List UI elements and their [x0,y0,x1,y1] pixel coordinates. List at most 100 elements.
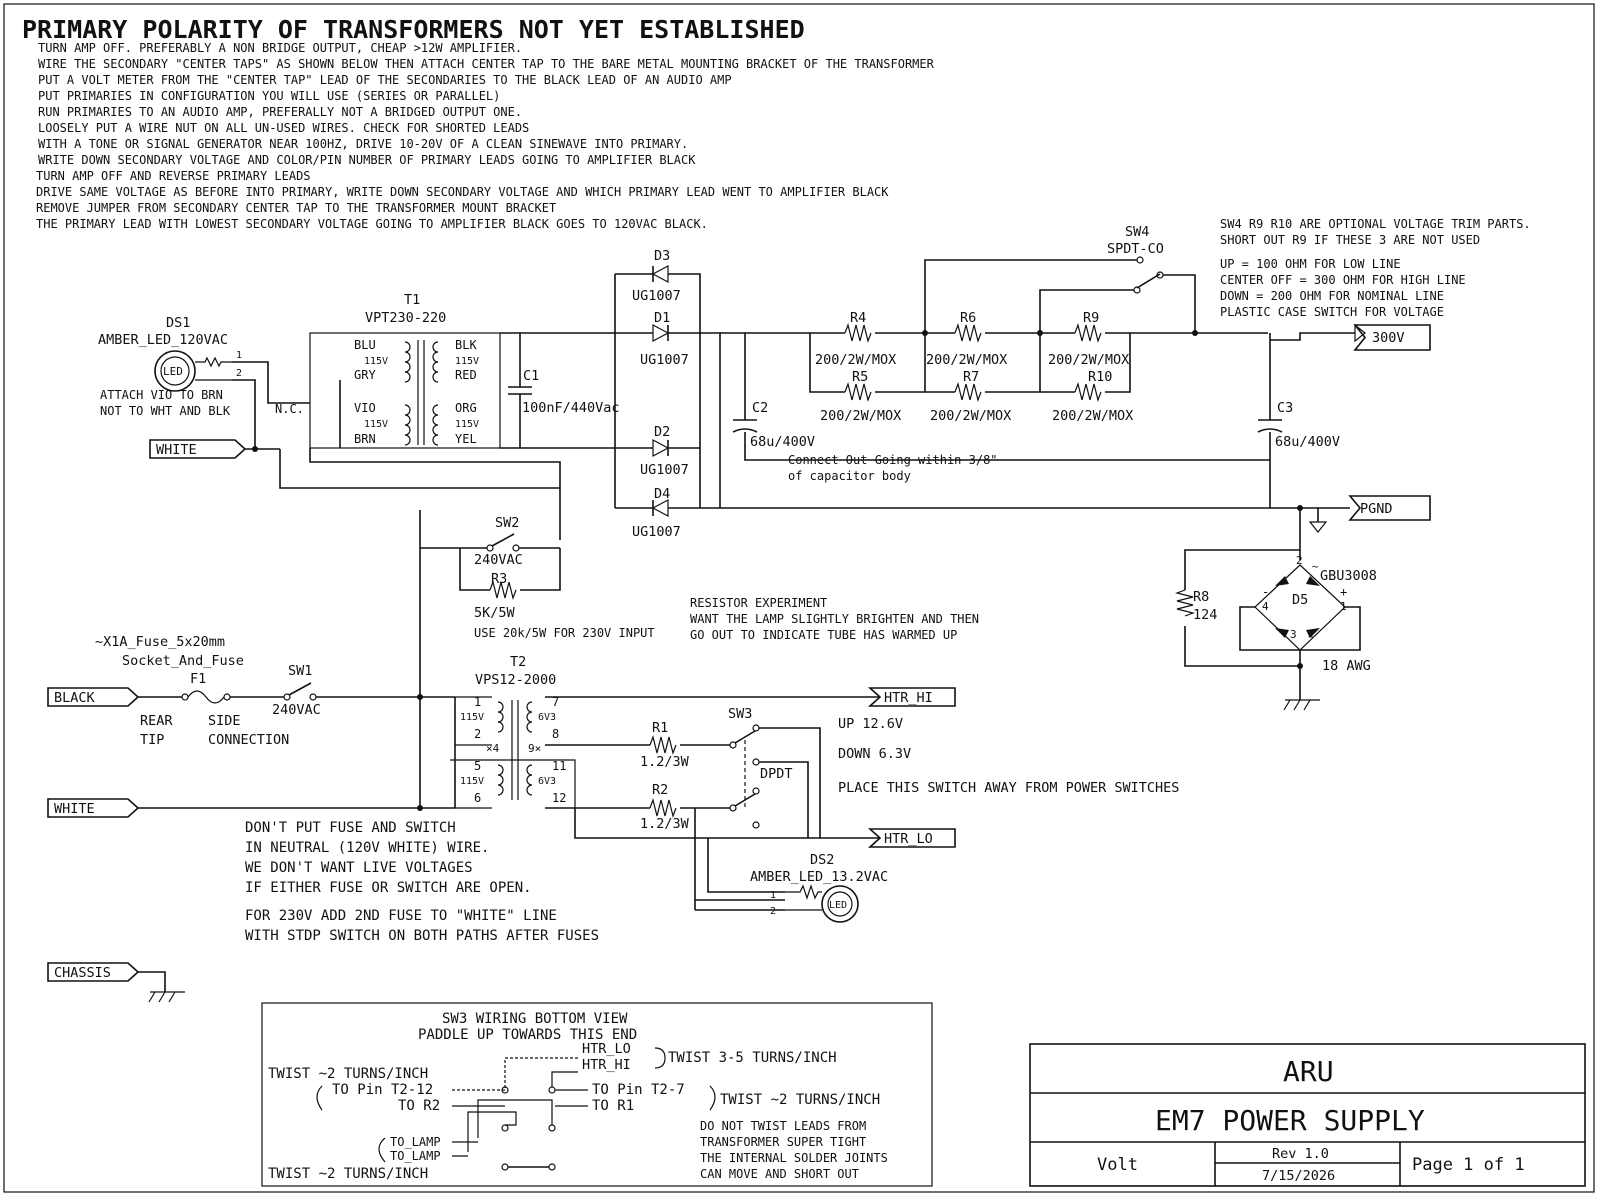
company-name: ARU [1283,1055,1334,1088]
sheet-border [3,3,1595,1193]
wiring-title: SW3 WIRING BOTTOM VIEW [442,1011,628,1027]
t2-value: VPS12-2000 [475,672,556,688]
down-note: DOWN 6.3V [838,746,911,762]
rear-tip-label: TIP [140,732,164,748]
sw3-ref: SW3 [728,706,752,722]
ds1-ref: DS1 [166,315,190,331]
sw2-value: 240VAC [474,552,523,568]
t2-voltage: 6V3 [538,776,556,787]
resistor-r3-icon [489,579,517,601]
led-lamp-icon [154,350,196,392]
resistor-network: R4 200/2W/MOX R5 200/2W/MOX R6 200/2W/MO… [780,310,1198,424]
pgnd: PGND [1270,495,1431,550]
wiring-label: HTR_HI [582,1057,631,1073]
page-number: Page 1 of 1 [1412,1155,1525,1175]
d3-ref: D3 [654,248,670,264]
t1-value: VPT230-220 [365,310,446,326]
t2-pin: 5 [474,759,481,773]
nc-label: N.C. [275,402,304,416]
d1-ref: D1 [654,310,670,326]
t2-pin: 12 [552,791,566,805]
d4-ref: D4 [654,486,670,502]
c3-ref: C3 [1277,400,1293,416]
r10-ref: R10 [1088,369,1112,385]
t2-pin: 1 [474,695,481,709]
t2-pin: 7 [552,695,559,709]
t2-voltage: 115V [460,776,484,787]
bridge-d5: 2 ~ + 1 3 ~ 4 - D5 GBU3008 R8 124 18 AWG [1174,549,1377,711]
instruction-line: WITH A TONE OR SIGNAL GENERATOR NEAR 100… [38,137,688,151]
d5-pin: 3 [1290,628,1297,641]
led-label: LED [163,365,183,378]
resistor-r2-icon [649,797,677,819]
note-line: SW4 R9 R10 ARE OPTIONAL VOLTAGE TRIM PAR… [1220,217,1531,231]
d3-value: UG1007 [632,288,681,304]
ds2-pin1: 1 [770,890,776,901]
c2-ref: C2 [752,400,768,416]
port-black [47,687,140,707]
title-block: ARU EM7 POWER SUPPLY Volt Rev 1.0 7/15/2… [1029,1043,1586,1187]
note-line: WE DON'T WANT LIVE VOLTAGES [245,860,473,876]
note-line: FOR 230V ADD 2ND FUSE TO "WHITE" LINE [245,908,557,924]
diode-d2-icon [652,439,670,457]
note-line: SHORT OUT R9 IF THESE 3 ARE NOT USED [1220,233,1480,247]
r9-ref: R9 [1083,310,1099,326]
wiring-label: TWIST ~2 TURNS/INCH [720,1092,880,1108]
coil-icon [432,404,439,446]
note-line: DON'T PUT FUSE AND SWITCH [245,820,456,836]
d5-pin: + [1340,585,1347,599]
wiring-label: TO Pin T2-7 [592,1082,685,1098]
t1-ref: T1 [404,292,420,308]
t1-lead: GRY [354,368,376,382]
wiring-note: TRANSFORMER SUPER TIGHT [700,1135,866,1149]
wiring-label: TO R2 [398,1098,440,1114]
c1-value: 100nF/440Vac [522,400,620,416]
wiring-label: TO_LAMP [390,1135,441,1149]
t2-voltage: 115V [460,712,484,723]
port-label: WHITE [156,442,197,458]
resistor-r9-icon [1074,322,1102,344]
t1-lead: RED [455,368,477,382]
d5-pin: ~ [1312,560,1319,573]
c3-value: 68u/400V [1275,434,1340,450]
t2-voltage: 6V3 [538,712,556,723]
transformer-t2: T2 VPS12-2000 1 115V 2 5 115V 6 ×4 9× 7 … [450,654,880,809]
author: Volt [1097,1155,1138,1175]
fuse-f1: ~X1A_Fuse_5x20mm Socket_And_Fuse F1 BLAC… [47,634,289,748]
r10-value: 200/2W/MOX [1052,408,1133,424]
port-chassis: CHASSIS [47,962,185,1003]
resistor-r7-icon [954,381,982,403]
r8-ref: R8 [1193,589,1209,605]
t1-lead: VIO [354,401,376,415]
diode-d1-icon [652,324,670,342]
wiring-note: THE INTERNAL SOLDER JOINTS [700,1151,888,1165]
sheet-title: PRIMARY POLARITY OF TRANSFORMERS NOT YET… [22,15,805,44]
d2-value: UG1007 [640,462,689,478]
d5-ref: D5 [1292,592,1308,608]
coil-icon [526,764,533,796]
up-note: UP 12.6V [838,716,903,732]
coil-icon [404,404,411,446]
coil-icon [497,764,504,796]
switch-sw2: SW2 240VAC R3 5K/5W USE 20k/5W FOR 230V … [279,449,655,808]
resistor-r10-icon [1074,381,1102,403]
transformer-t1: T1 VPT230-220 BLU 115V GRY VIO 115V BRN … [309,292,615,540]
r2-ref: R2 [652,782,668,798]
port-label: PGND [1360,501,1393,517]
t1-lead: 115V [364,356,388,367]
sw4-ref: SW4 [1125,224,1149,240]
note-line: WITH STDP SWITCH ON BOTH PATHS AFTER FUS… [245,928,599,944]
r3-value: 5K/5W [474,605,516,621]
fuse-socket-label: Socket_And_Fuse [122,653,244,669]
wiring-label: TO R1 [592,1098,634,1114]
note-line: CENTER OFF = 300 OHM FOR HIGH LINE [1220,273,1466,287]
coil-icon [404,341,411,383]
note-line: IN NEUTRAL (120V WHITE) WIRE. [245,840,489,856]
port-label: BLACK [54,690,96,706]
note-line: UP = 100 OHM FOR LOW LINE [1220,257,1401,271]
t1-lead: 115V [455,419,479,430]
note-line: RESISTOR EXPERIMENT [690,596,827,610]
port-label: HTR_HI [884,690,933,706]
d5-pin: - [1262,585,1269,599]
t2-ref: T2 [510,654,526,670]
